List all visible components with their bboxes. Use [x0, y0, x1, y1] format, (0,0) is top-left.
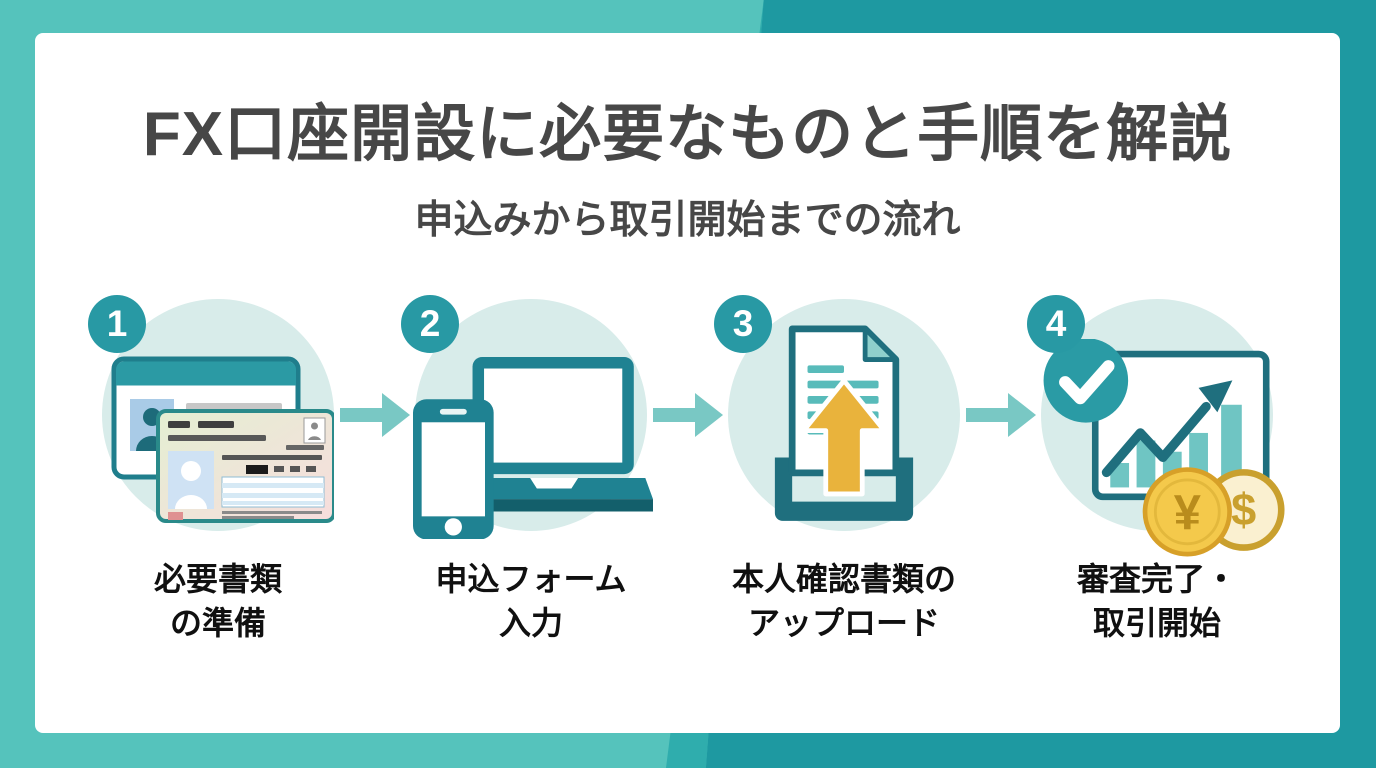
- yen-coin-icon: ¥: [1142, 467, 1232, 557]
- step-4: $ ¥ 4 審査完了・ 取引開始: [1027, 295, 1285, 645]
- arrow-right-icon: [964, 393, 1037, 437]
- check-icon: [1059, 360, 1115, 405]
- step-2: 2 申込フォーム 入力: [401, 295, 653, 645]
- step-4-number: 4: [1045, 303, 1067, 344]
- arrow-right-icon: [651, 393, 724, 437]
- step-3-label-line2: アップロード: [747, 605, 940, 642]
- steps-row: 1 必要書類 の準備: [35, 295, 1340, 645]
- step-1-number-badge: 1: [88, 295, 146, 353]
- smartphone-laptop-icon: [413, 357, 653, 540]
- step-1-label: 必要書類 の準備: [98, 557, 338, 645]
- step-2-number: 2: [419, 303, 441, 344]
- svg-text:$: $: [1231, 484, 1256, 535]
- step-4-icon-area: $ ¥ 4: [1027, 295, 1285, 557]
- page-subtitle: 申込みから取引開始までの流れ: [414, 199, 961, 242]
- step-4-label: 審査完了・ 取引開始: [1037, 557, 1277, 645]
- step-1-label-line2: の準備: [169, 605, 266, 642]
- step-3-number: 3: [732, 303, 754, 344]
- step-4-label-line2: 取引開始: [1092, 605, 1221, 642]
- step-3-icon-area: 3: [714, 295, 960, 531]
- document-upload-icon: [774, 325, 914, 521]
- step-3-number-badge: 3: [714, 295, 772, 353]
- step-3-label: 本人確認書類の アップロード: [724, 557, 964, 645]
- step-1-icon-area: 1: [88, 295, 334, 531]
- step-2-label-line1: 申込フォーム: [435, 561, 627, 597]
- approval-chart-coins-icon: $ ¥: [1043, 339, 1285, 557]
- step-2-label: 申込フォーム 入力: [411, 557, 651, 645]
- step-2-number-badge: 2: [401, 295, 459, 353]
- page-title: FX口座開設に必要なものと手順を解説: [142, 100, 1233, 169]
- step-4-number-badge: 4: [1027, 295, 1085, 353]
- arrow-right-icon: [338, 393, 411, 437]
- step-1-number: 1: [106, 303, 128, 344]
- step-1-label-line1: 必要書類: [153, 561, 282, 597]
- step-2-icon-area: 2: [401, 295, 653, 540]
- step-1: 1 必要書類 の準備: [88, 295, 338, 645]
- step-2-label-line2: 入力: [498, 605, 563, 642]
- step-3-label-line1: 本人確認書類の: [731, 561, 956, 597]
- svg-text:¥: ¥: [1174, 486, 1201, 540]
- step-3: 3 本人確認書類の アップロード: [714, 295, 964, 645]
- id-cards-icon: [111, 356, 334, 523]
- infographic-card: FX口座開設に必要なものと手順を解説 申込みから取引開始までの流れ: [35, 33, 1340, 733]
- check-badge: [1043, 339, 1129, 423]
- step-4-label-line1: 審査完了・: [1076, 561, 1237, 597]
